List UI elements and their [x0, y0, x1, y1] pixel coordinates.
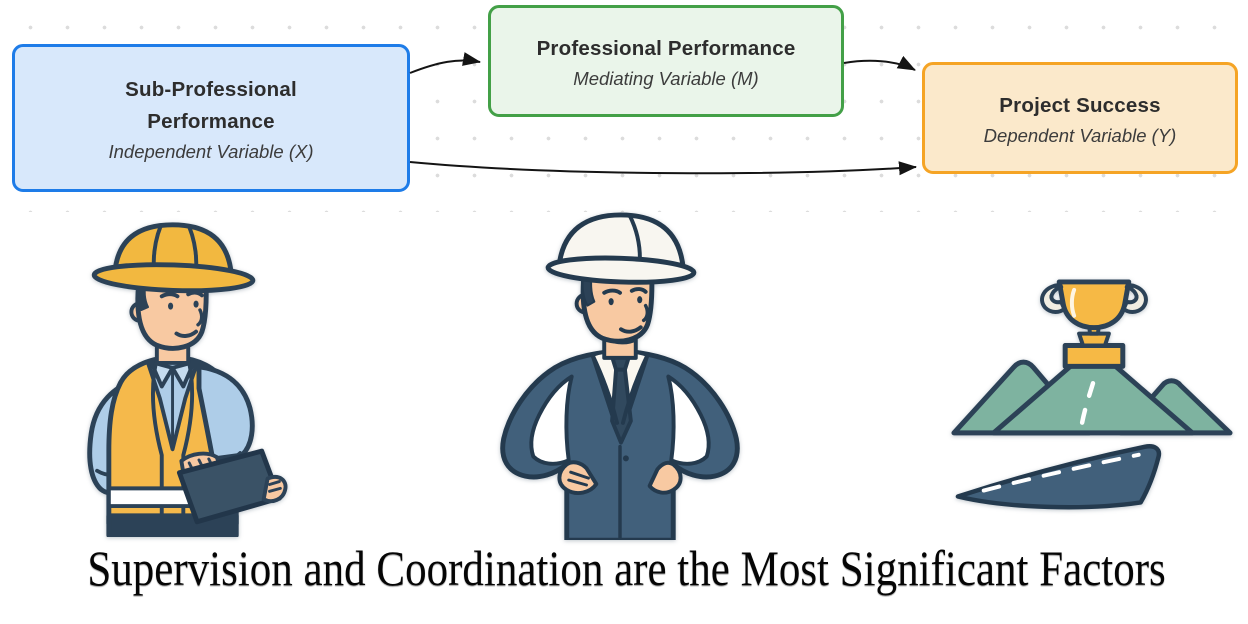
box-subtitle: Mediating Variable (M)	[573, 67, 759, 89]
engineer-hard-hat-icon	[556, 212, 686, 270]
arrow-x-to-m-icon	[409, 52, 481, 74]
engineer-in-suit-with-hard-hat-icon	[500, 212, 740, 541]
dependent-variable-box: Project Success Dependent Variable (Y)	[922, 62, 1238, 174]
mediator-variable-box: Professional Performance Mediating Varia…	[488, 5, 844, 117]
worker-hat-brim	[91, 262, 256, 294]
diagram-arrows	[409, 52, 917, 176]
arrow-m-to-y-icon	[843, 55, 916, 71]
box-subtitle: Dependent Variable (Y)	[983, 124, 1177, 146]
box-subtitle: Independent Variable (X)	[108, 140, 314, 162]
box-title-line: Sub-Professional	[125, 77, 297, 101]
road	[955, 444, 1162, 510]
box-title-line: Performance	[147, 109, 275, 133]
construction-worker-with-tablet-icon	[87, 222, 288, 538]
trophy-base	[1062, 343, 1126, 369]
engineer-right-hand	[647, 460, 683, 495]
headline-text: Supervision and Coordination are the Mos…	[87, 540, 1166, 596]
worker-pants	[106, 513, 239, 538]
trophy-cup-icon	[1056, 279, 1132, 331]
trophy-handle-left	[1040, 282, 1067, 314]
trophy-handle-right	[1121, 282, 1148, 314]
trophy-on-mountain-road-icon	[951, 279, 1233, 510]
box-title-line: Professional Performance	[536, 36, 796, 60]
independent-variable-box: Sub-Professional Performance Independent…	[12, 44, 410, 192]
worker-right-arm	[196, 364, 255, 462]
engineer-hat-brim	[545, 255, 697, 285]
arrow-x-to-y-direct-icon	[409, 161, 917, 176]
box-title-line: Project Success	[999, 93, 1161, 117]
worker-hard-hat-icon	[112, 222, 234, 278]
